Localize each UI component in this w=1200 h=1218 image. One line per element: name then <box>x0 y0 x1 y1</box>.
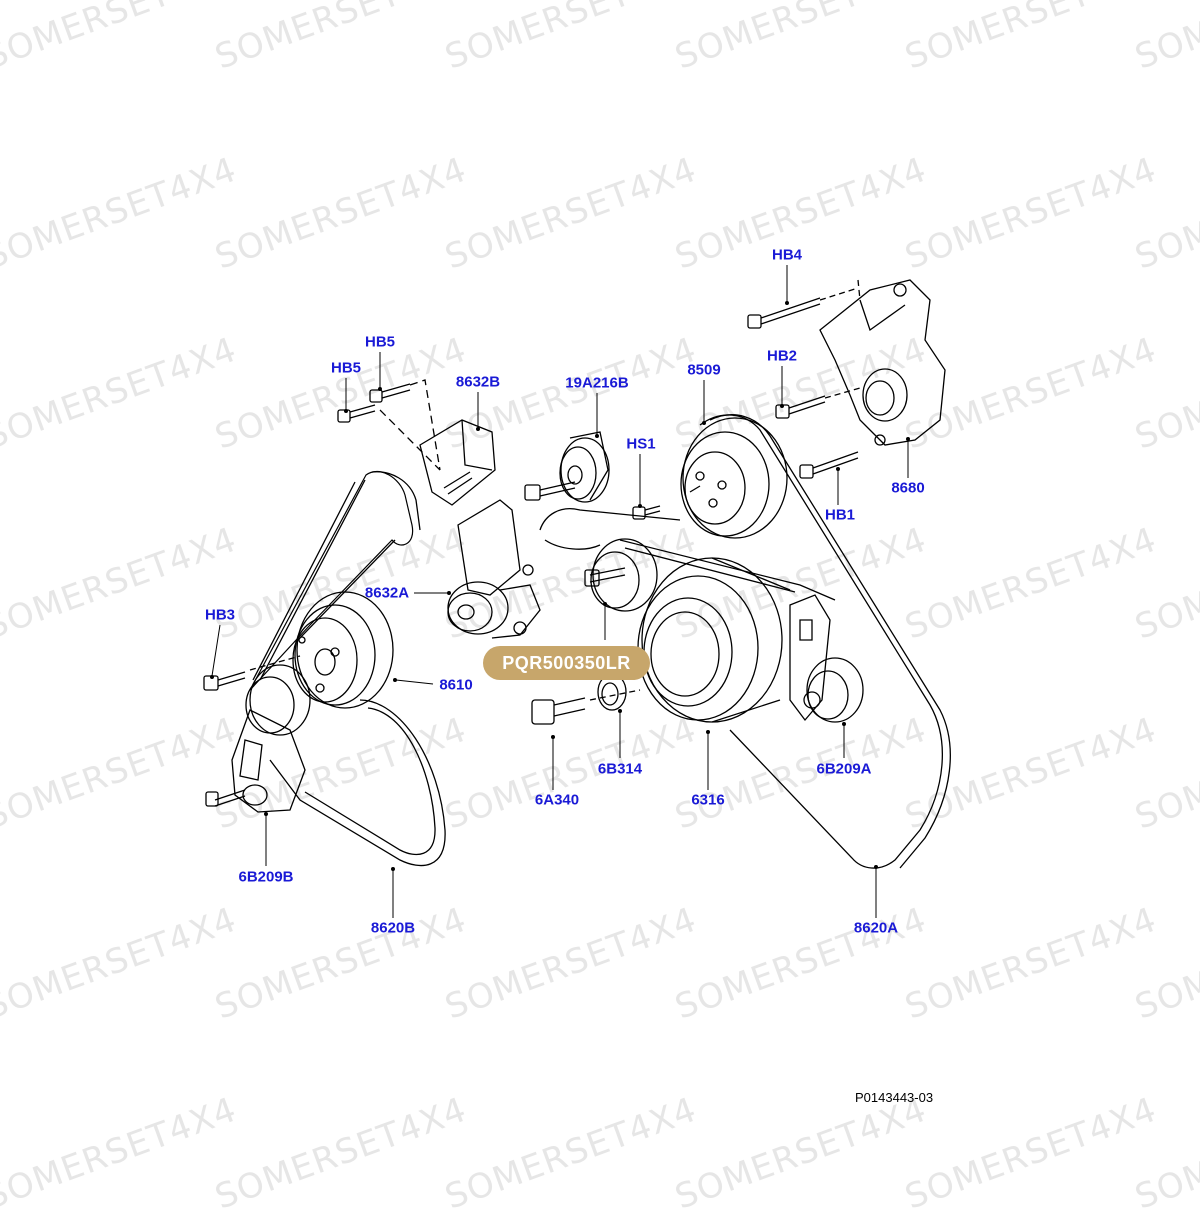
bolt-hb4 <box>747 287 859 329</box>
tensioner-6b209a <box>789 594 864 723</box>
figure-reference: P0143443-03 <box>855 1090 934 1105</box>
label-hb2: HB2 <box>766 347 798 365</box>
label-6a340: 6A340 <box>534 791 580 809</box>
label-hb3: HB3 <box>204 606 236 624</box>
leader-lines <box>210 265 910 918</box>
crank-pulley-6316 <box>637 557 791 723</box>
label-8680: 8680 <box>891 479 925 497</box>
label-hs1: HS1 <box>626 435 656 453</box>
tensioner-6b209b <box>205 664 311 813</box>
bolt-6a340 <box>531 689 641 725</box>
highlighted-part-number[interactable]: PQR500350LR <box>483 646 650 680</box>
belt-8620b <box>249 470 446 867</box>
label-6b314: 6B314 <box>597 760 643 778</box>
label-hb5-top: HB5 <box>364 333 396 351</box>
bolt-hb2 <box>775 387 861 419</box>
pulley-8610 <box>292 591 394 709</box>
label-hb5-left: HB5 <box>330 359 362 377</box>
pulley-8509 <box>680 417 788 539</box>
bracket-8632b <box>419 419 496 506</box>
belt-8620a <box>539 414 951 869</box>
idler-19a216b <box>524 431 610 503</box>
bracket-8680 <box>819 279 946 446</box>
label-8632a: 8632A <box>364 584 410 602</box>
label-8620b: 8620B <box>370 919 416 937</box>
label-8632b: 8632B <box>455 373 501 391</box>
label-6b209a: 6B209A <box>816 760 872 778</box>
label-6b209b: 6B209B <box>238 868 294 886</box>
label-6316: 6316 <box>691 791 725 809</box>
bolt-hb3 <box>203 655 301 691</box>
label-19a216b: 19A216B <box>565 374 629 392</box>
bolts-hb5 <box>337 379 441 471</box>
idler-8632a <box>447 499 541 639</box>
label-8620a: 8620A <box>853 919 899 937</box>
label-8509: 8509 <box>687 361 721 379</box>
bolt-hb1 <box>799 451 859 479</box>
label-8610: 8610 <box>439 676 473 694</box>
idler-small <box>584 538 658 612</box>
label-hb4: HB4 <box>771 246 803 264</box>
label-hb1: HB1 <box>824 506 856 524</box>
